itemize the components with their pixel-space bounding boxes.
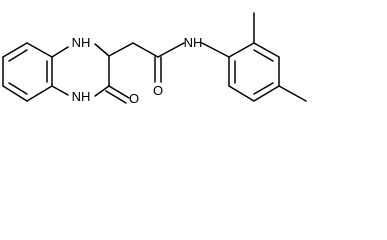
atom-label-o-amide: O	[153, 83, 163, 98]
methyl-para	[278, 85, 307, 102]
lactam-carbonyl	[105, 85, 130, 104]
dimethylphenyl-ring	[228, 42, 280, 102]
atom-label-nh-amide: NH	[184, 35, 203, 50]
benzo-ring	[2, 42, 53, 102]
acetamide-chain	[108, 42, 185, 58]
atom-label-nh-top: NH	[72, 35, 91, 50]
atom-label-o-lactam: O	[129, 91, 139, 106]
amide-carbonyl	[154, 56, 162, 83]
atom-label-nh-bottom: NH	[72, 89, 91, 104]
molecule-structure-diagram: NH NH O O NH	[2, 12, 307, 106]
amide-aryl-bond	[201, 42, 230, 58]
piperazinone-ring	[51, 43, 110, 97]
